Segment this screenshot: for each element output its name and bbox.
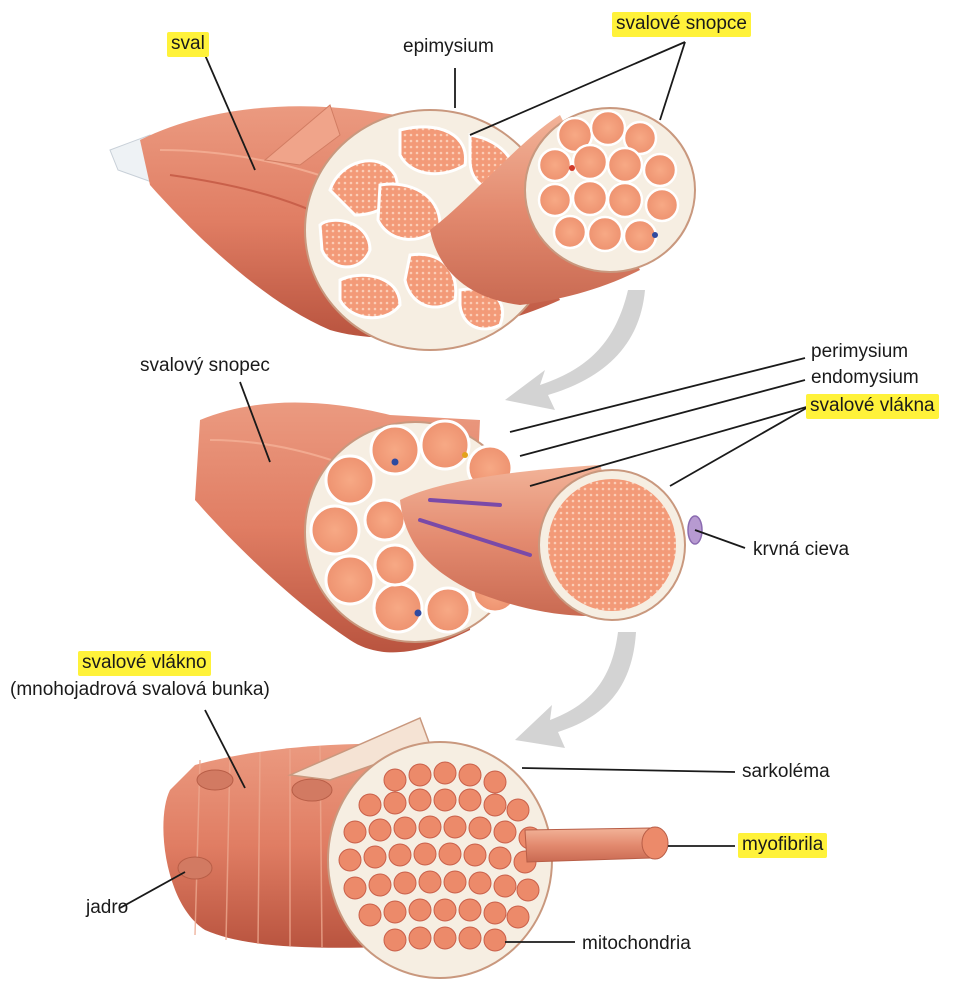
- label-svalove-snopce: svalové snopce: [612, 12, 751, 37]
- muscle-illustration: [109, 104, 696, 351]
- label-epimysium: epimysium: [403, 36, 494, 57]
- leader-lines: [119, 41, 811, 943]
- label-endomysium: endomysium: [811, 367, 919, 388]
- label-svalovy-snopec: svalový snopec: [140, 355, 270, 376]
- label-svalove-vlakna: svalové vlákna: [806, 394, 939, 419]
- label-mitochondria: mitochondria: [582, 933, 691, 954]
- label-sval: sval: [167, 32, 209, 57]
- label-sarkolema: sarkoléma: [742, 761, 830, 782]
- label-myofibrila: myofibrila: [738, 833, 828, 858]
- fascicle-illustration: [195, 402, 703, 653]
- label-perimysium: perimysium: [811, 341, 909, 362]
- label-mnohojadrova: (mnohojadrová svalová bunka): [10, 679, 270, 700]
- arrow-down-2: [515, 632, 636, 748]
- label-krvna-cieva: krvná cieva: [753, 539, 850, 560]
- arrow-down-1: [505, 290, 645, 410]
- label-svalove-vlakno: svalové vlákno: [78, 651, 211, 676]
- label-jadro: jadro: [86, 897, 129, 918]
- fiber-illustration: [163, 716, 669, 979]
